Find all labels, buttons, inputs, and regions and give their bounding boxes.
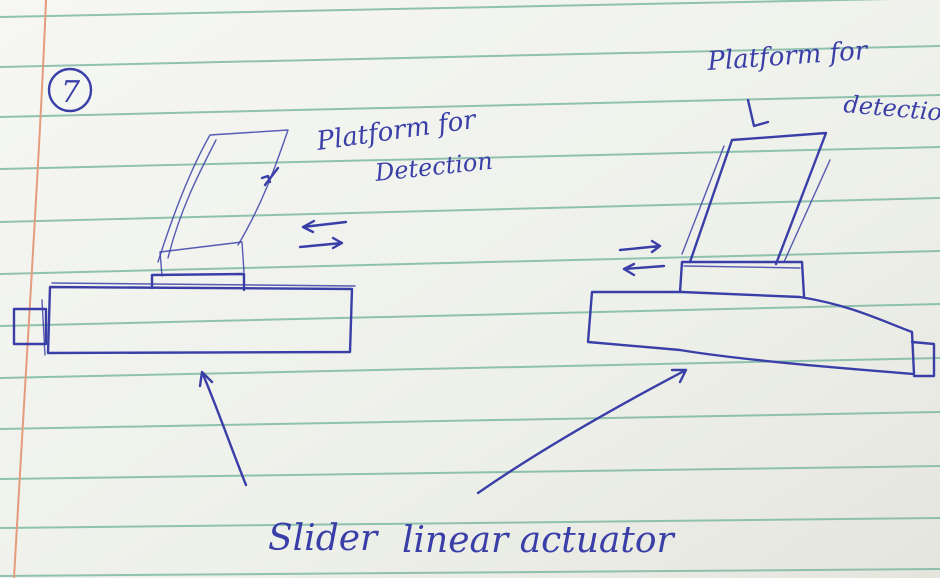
right-carriage	[678, 260, 806, 298]
right-actuator-body	[586, 290, 916, 376]
actuator-pointer-arrow	[476, 368, 688, 495]
left-carriage	[150, 272, 246, 292]
left-slider-base	[46, 285, 354, 355]
left-motion-arrows	[298, 219, 348, 250]
figure-number-text: 7	[61, 75, 81, 110]
left-sketch	[12, 129, 356, 487]
left-detection-platform	[157, 129, 289, 263]
right-motion-arrows	[618, 239, 666, 277]
right-actuator-end-block	[910, 340, 936, 378]
figure-number-circle: 7	[47, 67, 93, 113]
actuator-caption: linear actuator	[402, 520, 676, 561]
right-sketch	[476, 98, 936, 495]
left-slider-end-block	[12, 307, 48, 346]
right-detection-platform	[688, 131, 828, 266]
slider-caption: Slider	[268, 518, 379, 559]
slider-pointer-arrow	[198, 370, 248, 487]
margin-line	[13, 0, 47, 578]
